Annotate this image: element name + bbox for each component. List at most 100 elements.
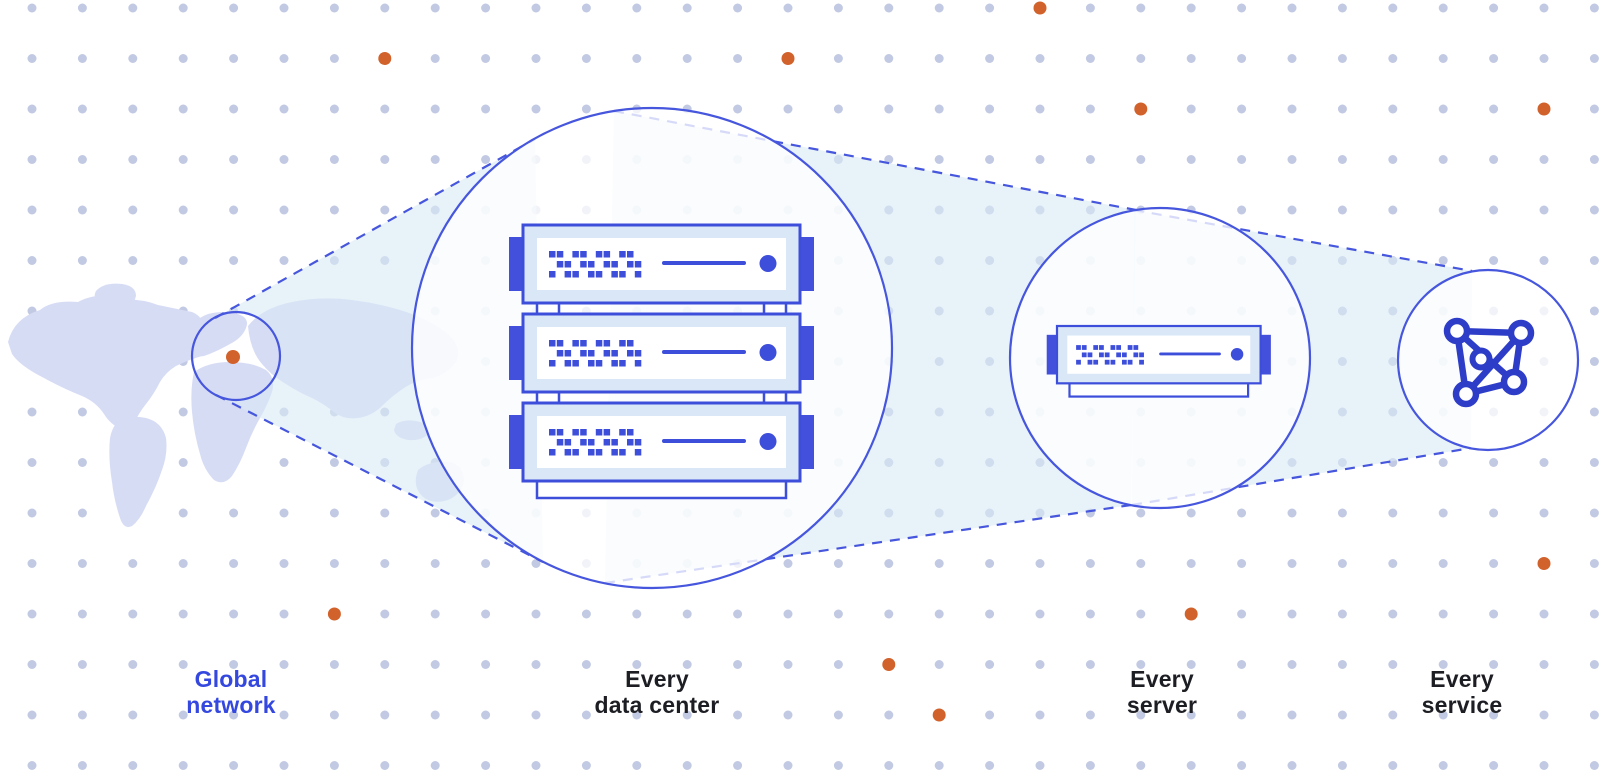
grid-dot [1489, 104, 1499, 114]
grid-dot [1287, 660, 1297, 669]
grid-dot [329, 710, 339, 720]
grid-dot [229, 104, 239, 114]
grid-dot [77, 205, 87, 215]
grid-dot [1287, 155, 1297, 164]
grid-dot [1035, 155, 1045, 164]
grid-dot [733, 54, 743, 63]
grid-dot [733, 660, 743, 669]
grid-dot [833, 54, 843, 63]
grid-dot [884, 104, 894, 114]
grid-dot-orange [378, 52, 392, 65]
grid-dot [178, 3, 188, 13]
grid-dot [1085, 559, 1095, 568]
location-marker-icon [226, 350, 240, 364]
grid-dot [178, 559, 188, 568]
grid-dot [985, 54, 995, 63]
grid-dot [1438, 256, 1448, 265]
grid-dot [1085, 155, 1095, 164]
grid-dot [1287, 761, 1297, 770]
grid-dot [178, 660, 188, 669]
grid-dot [531, 660, 541, 669]
grid-dot [985, 660, 995, 669]
grid-dot [1438, 458, 1448, 467]
grid-dot [1388, 54, 1398, 63]
grid-dot [733, 761, 743, 770]
grid-dot [329, 761, 339, 770]
grid-dot-orange [781, 52, 795, 65]
grid-dot [1237, 559, 1247, 568]
grid-dot [1438, 205, 1448, 215]
grid-dot [1539, 3, 1549, 13]
continent-europe [185, 312, 247, 357]
mesh-node [1507, 319, 1535, 347]
grid-dot [77, 559, 87, 568]
grid-dot-orange [1134, 102, 1148, 116]
grid-dot [27, 155, 37, 164]
grid-dot [1035, 54, 1045, 63]
grid-dot [481, 710, 491, 720]
grid-dot [833, 761, 843, 770]
grid-dot [430, 3, 440, 13]
grid-dot [27, 54, 37, 63]
grid-dot [1186, 660, 1196, 669]
grid-dot [329, 155, 339, 164]
grid-dot [1237, 54, 1247, 63]
grid-dot [833, 3, 843, 13]
grid-dot [1438, 54, 1448, 63]
grid-dot [1589, 660, 1599, 669]
grid-dot [1388, 3, 1398, 13]
grid-dot [531, 609, 541, 619]
grid-dot [1438, 155, 1448, 164]
grid-dot [1186, 761, 1196, 770]
grid-dot [77, 155, 87, 164]
grid-dot [1237, 104, 1247, 114]
grid-dot [531, 710, 541, 720]
grid-dot [1539, 458, 1549, 467]
grid-dot [27, 205, 37, 215]
grid-dot [1388, 660, 1398, 669]
grid-dot [229, 256, 239, 265]
grid-dot [77, 256, 87, 265]
grid-dot [682, 660, 692, 669]
grid-dot [934, 761, 944, 770]
grid-dot [934, 559, 944, 568]
grid-dot [279, 3, 289, 13]
grid-dot [1539, 205, 1549, 215]
grid-dot [884, 609, 894, 619]
grid-dot [934, 3, 944, 13]
grid-dot [833, 609, 843, 619]
grid-dot [1589, 761, 1599, 770]
mesh-network-icon [1443, 317, 1535, 408]
grid-dot [481, 155, 491, 164]
dashed-line [215, 394, 544, 563]
grid-dot [783, 104, 793, 114]
grid-dot [481, 3, 491, 13]
grid-dot [1589, 3, 1599, 13]
grid-dot [128, 155, 138, 164]
caption-line: network [186, 692, 276, 718]
grid-dot [1539, 54, 1549, 63]
grid-dot [985, 559, 995, 568]
grid-dot [1085, 710, 1095, 720]
grid-dot [1438, 710, 1448, 720]
grid-dot [1489, 508, 1499, 518]
grid-dot [178, 761, 188, 770]
grid-dot [380, 710, 390, 720]
grid-dot [1337, 104, 1347, 114]
grid-dot [178, 609, 188, 619]
grid-dot [430, 660, 440, 669]
caption-line: Every [1430, 666, 1494, 692]
grid-dot [1337, 205, 1347, 215]
grid-dot [380, 205, 390, 215]
grid-dot [1438, 761, 1448, 770]
grid-dot [430, 559, 440, 568]
grid-dot [1186, 54, 1196, 63]
grid-dot [833, 660, 843, 669]
grid-dot [1085, 660, 1095, 669]
grid-dot [27, 256, 37, 265]
grid-dot [329, 660, 339, 669]
grid-dot [27, 104, 37, 114]
grid-dot [77, 660, 87, 669]
grid-dot [1035, 559, 1045, 568]
